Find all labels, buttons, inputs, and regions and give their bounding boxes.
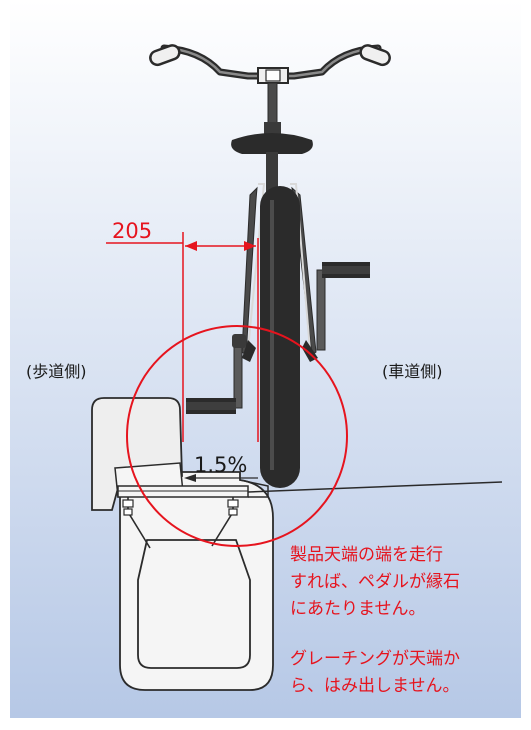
note-line-1: 製品天端の端を走行: [290, 545, 443, 565]
slope-arrow: [184, 474, 258, 482]
sidewalk-side-label: (歩道側): [26, 362, 87, 381]
note-line-5: ら、はみ出しません。: [290, 676, 460, 696]
gutter-block: [119, 471, 274, 691]
front-tire: [260, 186, 300, 488]
roadway-side-label: (車道側): [382, 362, 443, 381]
left-grip: [149, 44, 181, 67]
focus-circle: [126, 325, 348, 547]
note-line-2: すれば、ペダルが縁石: [290, 572, 460, 592]
bicycle-front-view: [149, 44, 391, 488]
dimension-label: 205: [112, 219, 152, 243]
note-line-4: グレーチングが天端か: [290, 649, 460, 669]
road-surface-line: [247, 481, 503, 493]
slope-label: 1.5%: [194, 453, 247, 477]
annotations: [106, 232, 348, 547]
note-line-3: にあたりません。: [290, 599, 426, 619]
note-block: 製品天端の端を走行 すれば、ペダルが縁石 にあたりません。 グレーチングが天端か…: [290, 545, 460, 696]
saddle: [231, 133, 313, 154]
right-grip: [359, 44, 391, 67]
grating: [117, 479, 269, 549]
